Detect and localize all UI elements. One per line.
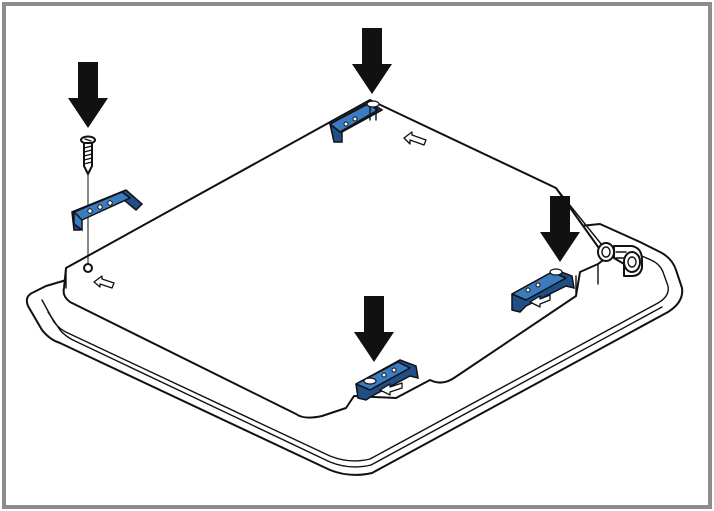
direction-hint-arrow: [403, 131, 427, 146]
press-arrow: [352, 28, 392, 94]
press-arrow: [68, 62, 108, 128]
housing-body: [62, 99, 607, 419]
clip-top: [329, 100, 384, 143]
clip-bottom: [355, 359, 419, 401]
clip-right: [511, 268, 575, 313]
gas-connector: [597, 242, 643, 277]
direction-hint-arrow: [93, 275, 115, 289]
press-arrow: [540, 196, 580, 262]
press-arrow: [354, 296, 394, 362]
mounting-hole: [83, 263, 93, 273]
screw: [80, 135, 96, 175]
clip-loose: [71, 189, 144, 232]
